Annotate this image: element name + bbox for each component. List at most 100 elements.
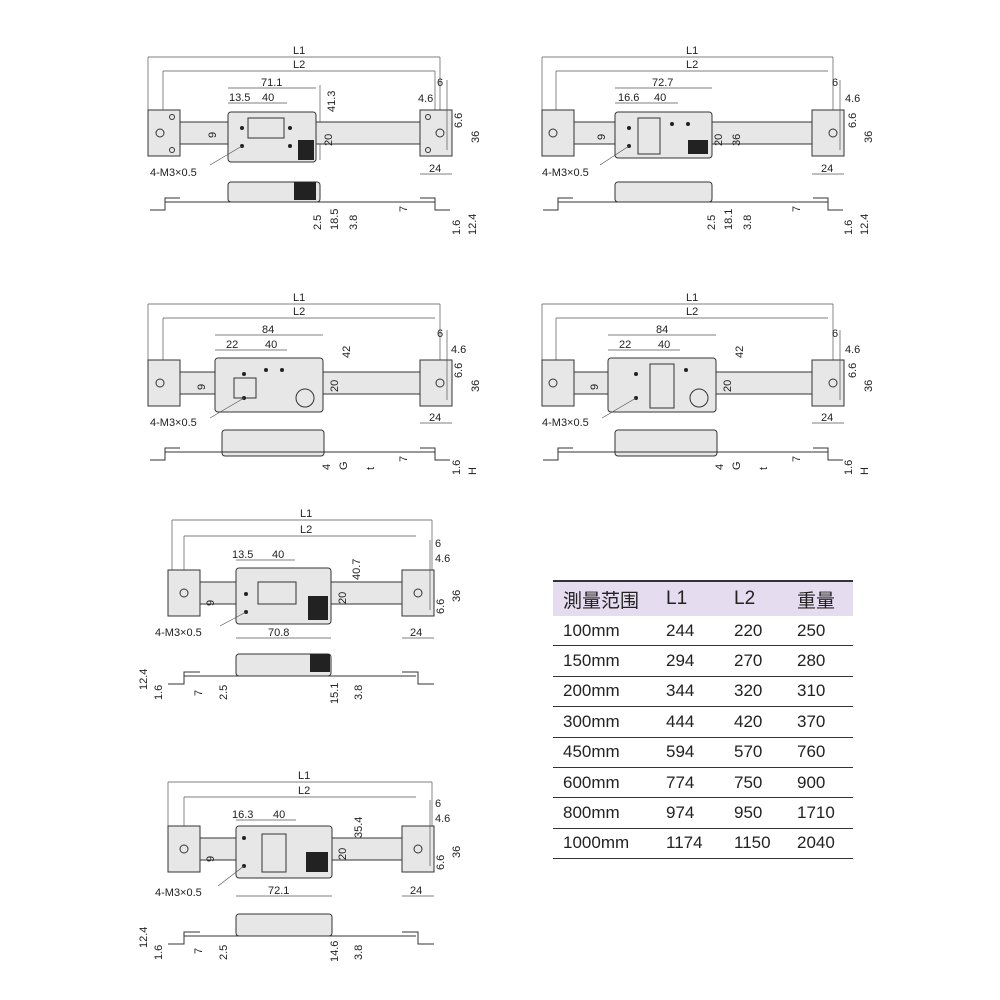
dim-6-6: 6.6 (847, 113, 859, 128)
dim-6-6: 6.6 (453, 363, 465, 378)
dim-4-6: 4.6 (418, 93, 433, 105)
dim-l1: L1 (300, 508, 312, 520)
side-dim-c: 3.8 (742, 215, 754, 230)
side-dim-b: 18.1 (723, 209, 735, 230)
dim-height: 42 (734, 346, 746, 358)
header-l2: L2 (726, 580, 789, 616)
dim-offset: 16.6 (618, 92, 639, 104)
side-dim-b: G (731, 461, 743, 470)
dim-width: 70.8 (268, 627, 289, 639)
dim-36: 36 (470, 380, 482, 392)
cell-l2: 950 (726, 797, 789, 829)
cell-range: 1000mm (553, 828, 658, 860)
dim-width: 84 (262, 324, 274, 336)
side-dim-a: 2.5 (312, 215, 324, 230)
cell-weight: 280 (789, 645, 853, 677)
dim-20: 20 (713, 134, 725, 146)
dim-pitch: 40 (273, 809, 285, 821)
cell-l2: 570 (726, 737, 789, 768)
dim-l1: L1 (293, 292, 305, 304)
side-dim-b: 1.6 (153, 685, 165, 700)
cell-weight: 250 (789, 616, 853, 647)
side-dim-b: G (338, 461, 350, 470)
side-dim-f: 12.4 (859, 214, 871, 235)
dim-9: 9 (196, 384, 208, 390)
scale-drawing-2: L1 L2 72.7 16.6 40 9 20 36 6 4.6 6.6 36 … (541, 45, 875, 235)
dim-l1: L1 (298, 770, 310, 782)
dim-pitch: 40 (658, 339, 670, 351)
dim-24: 24 (429, 412, 441, 424)
dim-4-6: 4.6 (451, 344, 466, 356)
dim-4-6: 4.6 (845, 344, 860, 356)
dim-24: 24 (429, 163, 441, 175)
cell-weight: 310 (789, 676, 853, 708)
side-dim-c: 7 (193, 948, 205, 954)
dim-offset: 22 (226, 339, 238, 351)
side-dim-e: 1.6 (843, 460, 855, 475)
dim-4-6: 4.6 (435, 813, 450, 825)
side-dim-f: H (859, 467, 871, 475)
dim-6: 6 (435, 538, 441, 550)
cell-range: 200mm (553, 676, 658, 708)
thread-note: 4-M3×0.5 (150, 167, 197, 179)
side-dim-d: 7 (398, 206, 410, 212)
thread-note: 4-M3×0.5 (155, 887, 202, 899)
cell-weight: 2040 (789, 828, 853, 860)
cell-l2: 1150 (726, 828, 789, 860)
side-dim-e: 1.6 (843, 220, 855, 235)
dim-24: 24 (821, 163, 833, 175)
dim-6: 6 (437, 328, 443, 340)
dim-l2: L2 (300, 524, 312, 536)
side-dim-c: 3.8 (348, 215, 360, 230)
dim-offset: 13.5 (232, 549, 253, 561)
dim-6: 6 (437, 77, 443, 89)
side-dim-d: 7 (398, 456, 410, 462)
side-dim-f: H (467, 467, 479, 475)
cell-range: 300mm (553, 706, 658, 738)
side-dim-a: 4 (714, 464, 726, 470)
cell-range: 150mm (553, 645, 658, 677)
dim-4-6: 4.6 (435, 553, 450, 565)
cell-weight: 370 (789, 706, 853, 738)
side-dim-e: 1.6 (451, 220, 463, 235)
side-dim-a: 2.5 (706, 215, 718, 230)
cell-l1: 344 (658, 676, 726, 708)
dim-24: 24 (410, 627, 422, 639)
side-dim-d: 7 (791, 456, 803, 462)
dim-36: 36 (451, 846, 463, 858)
dim-6-6: 6.6 (453, 113, 465, 128)
dim-pitch: 40 (654, 92, 666, 104)
dim-l2: L2 (293, 59, 305, 71)
dim-9: 9 (205, 856, 217, 862)
side-dim-b: 1.6 (153, 945, 165, 960)
side-dim-b: 18.5 (329, 209, 341, 230)
dim-20: 20 (722, 380, 734, 392)
dim-6-6: 6.6 (847, 363, 859, 378)
side-dim-d: 2.5 (218, 945, 230, 960)
cell-range: 600mm (553, 767, 658, 799)
dim-9: 9 (205, 600, 217, 606)
dim-offset: 16.3 (232, 809, 253, 821)
dim-pitch: 40 (265, 339, 277, 351)
scale-drawing-5: L1 L2 13.5 40 20 40.7 70.8 6 4.6 6.6 36 … (138, 508, 463, 704)
side-dim-f: 3.8 (353, 945, 365, 960)
cell-l1: 294 (658, 645, 726, 677)
dim-pitch: 40 (272, 549, 284, 561)
side-dim-c: t (365, 467, 377, 470)
dim-36: 36 (470, 131, 482, 143)
cell-l2: 270 (726, 645, 789, 677)
dim-l2: L2 (686, 306, 698, 318)
dim-4-6: 4.6 (845, 93, 860, 105)
dim-width: 84 (656, 324, 668, 336)
dim-20: 20 (337, 848, 349, 860)
dim-height: 42 (341, 346, 353, 358)
dim-6: 6 (832, 328, 838, 340)
cell-l1: 444 (658, 706, 726, 738)
